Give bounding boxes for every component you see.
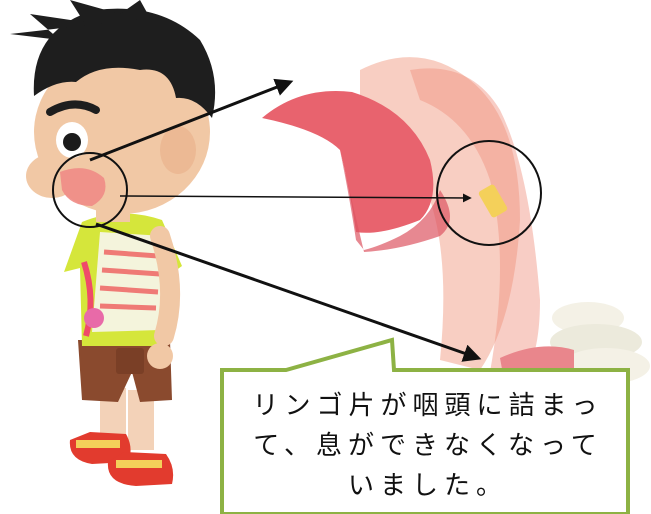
boy-character-illustration xyxy=(10,0,215,486)
callout-text: リンゴ片が咽頭に詰まっ て、息ができなくなって いました。 xyxy=(232,386,624,506)
